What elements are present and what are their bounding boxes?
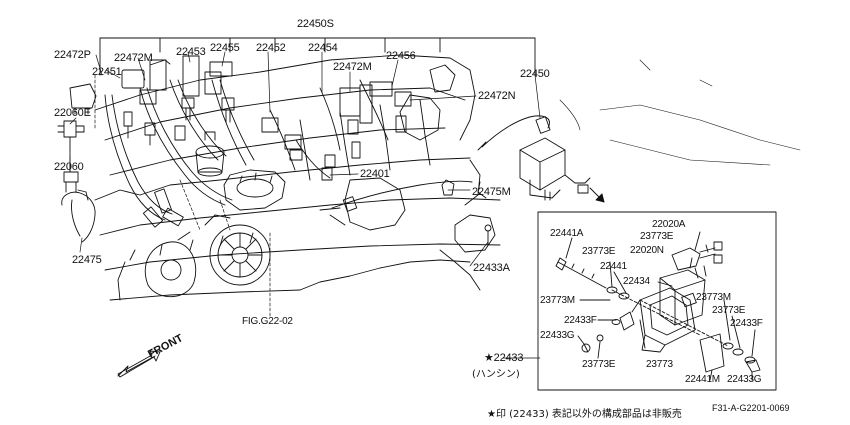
- body-panel: [559, 59, 801, 166]
- drawing-code: F31-A-G2201-0069: [712, 403, 790, 413]
- part-label-22472P: 22472P: [54, 49, 91, 61]
- part-label-22434: 22434: [623, 276, 650, 287]
- part-label-22433: ★22433: [484, 352, 524, 364]
- part-label-22455: 22455: [210, 42, 240, 54]
- part-label-22475M: 22475M: [472, 186, 511, 198]
- part-label-22472M: 22472M: [114, 52, 153, 64]
- part-label-22475: 22475: [72, 254, 102, 266]
- footnote: ★印 (22433) 表記以外の構成部品は非販売: [487, 409, 682, 420]
- part-label-23773E-4: 23773E: [582, 359, 616, 370]
- part-label-22433F-2: 22433F: [730, 318, 763, 329]
- detail-arrow: [589, 187, 605, 203]
- front-arrow-icon: [117, 350, 161, 378]
- figure-reference: FIG.G22-02: [242, 316, 293, 327]
- part-label-22441: 22441: [600, 261, 627, 272]
- leaders: [69, 51, 541, 359]
- part-label-23773M-1: 23773M: [540, 295, 575, 306]
- part-label-23773E-1: 23773E: [640, 231, 674, 242]
- part-label-22433G-1: 22433G: [540, 330, 575, 341]
- part-label-22060: 22060: [54, 161, 84, 173]
- part-label-22401: 22401: [360, 168, 390, 180]
- part-label-22433A: 22433A: [473, 262, 510, 274]
- part-label-22472N: 22472N: [478, 90, 516, 102]
- detail-inset: [537, 211, 777, 391]
- part-label-22451: 22451: [92, 66, 122, 78]
- part-label-23773M-2: 23773M: [696, 292, 731, 303]
- part-label-22450S: 22450S: [297, 18, 334, 30]
- part-label-22450: 22450: [520, 68, 550, 80]
- part-label-22433-note: (ハンシン): [472, 369, 520, 380]
- distributor: [195, 131, 286, 211]
- part-label-22060E: 22060E: [54, 107, 91, 119]
- leader-22450S: [99, 37, 536, 76]
- part-label-22433G-2: 22433G: [727, 374, 762, 385]
- part-label-22456: 22456: [386, 50, 416, 62]
- coils: [121, 55, 412, 212]
- part-label-22441A: 22441A: [550, 228, 584, 239]
- coil-assembly: [331, 115, 591, 246]
- part-label-22472M-2: 22472M: [333, 61, 372, 73]
- part-label-22453: 22453: [176, 46, 206, 58]
- part-label-23773E-2: 23773E: [582, 246, 616, 257]
- sensor-parts: [57, 83, 97, 243]
- part-label-23773: 23773: [646, 359, 673, 370]
- part-label-22454: 22454: [308, 42, 338, 54]
- part-label-22452: 22452: [256, 42, 286, 54]
- part-label-23773E-3: 23773E: [712, 305, 746, 316]
- part-label-22020A: 22020A: [652, 219, 686, 230]
- part-label-22433F-1: 22433F: [564, 315, 597, 326]
- plug-wires: [104, 79, 389, 228]
- part-label-22020N: 22020N: [630, 245, 664, 256]
- part-label-22441M: 22441M: [685, 374, 720, 385]
